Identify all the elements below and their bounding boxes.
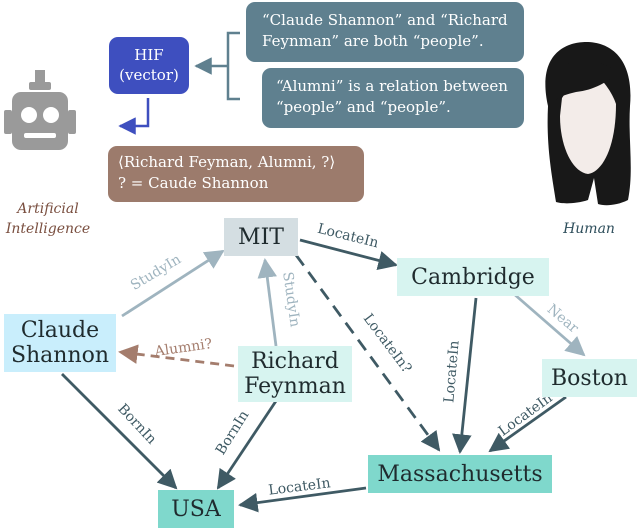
query-bubble: ⟨Richard Feyman, Alumni, ?⟩ ? = Caude Sh… <box>108 146 364 202</box>
edge-mit-massachusetts <box>294 254 441 452</box>
alumni-fact-line1: “Alumni” is a relation between <box>276 77 508 95</box>
node-claude-shannon: Claude Shannon <box>4 314 116 372</box>
people-fact-line1: “Claude Shannon” and “Richard <box>262 11 508 29</box>
edge-claude-mit <box>121 249 225 318</box>
query-line1: ⟨Richard Feyman, Alumni, ?⟩ <box>118 153 336 171</box>
hif-to-ai-arrow <box>118 98 150 135</box>
hif-sublabel: (vector) <box>119 66 179 84</box>
edge-claude-usa <box>61 373 178 490</box>
hif-vector-box: HIF (vector) <box>109 37 189 94</box>
edge-label-massachusetts-usa: LocateIn <box>268 475 332 498</box>
edge-label-richard-mit: StudyIn <box>279 271 303 328</box>
node-boston: Boston <box>542 359 637 397</box>
edge-cambridge-boston <box>513 292 586 357</box>
edge-label-richard-claude: Alumni? <box>153 336 214 360</box>
alumni-fact-line2: “people” and “people”. <box>276 98 451 116</box>
human-icon <box>545 42 631 206</box>
node-mit: MIT <box>224 218 298 256</box>
ai-caption-line2: Intelligence <box>5 221 91 237</box>
robot-icon <box>4 70 76 150</box>
node-usa: USA <box>158 490 234 528</box>
ai-caption-line1: Artificial <box>17 201 79 217</box>
edge-label-claude-mit: StudyIn <box>128 251 184 293</box>
edge-richard-mit <box>257 258 278 347</box>
people-fact-line2: Feynman” are both “people”. <box>262 32 484 50</box>
hif-label: HIF <box>134 46 164 64</box>
edge-richard-usa <box>216 400 278 490</box>
edge-massachusetts-usa <box>238 486 367 513</box>
edge-label-mit-massachusetts: LocateIn? <box>360 311 415 376</box>
edge-boston-massachusetts <box>488 395 567 453</box>
node-cambridge: Cambridge <box>397 258 549 296</box>
alumni-fact-bubble: “Alumni” is a relation between “people” … <box>262 68 524 128</box>
edge-label-claude-usa: BornIn <box>114 401 159 448</box>
edge-label-richard-usa: BornIn <box>213 408 253 458</box>
edge-cambridge-massachusetts <box>452 297 478 454</box>
edge-label-boston-massachusetts: LocateIn <box>496 390 556 440</box>
edge-label-cambridge-massachusetts: LocateIn <box>441 340 462 404</box>
query-line2: ? = Caude Shannon <box>118 174 269 192</box>
bubble-bracket-line <box>226 31 240 101</box>
human-caption: Human <box>563 221 615 237</box>
people-fact-bubble: “Claude Shannon” and “Richard Feynman” a… <box>246 2 524 62</box>
edge-richard-claude <box>118 344 235 368</box>
node-massachusetts: Massachusetts <box>368 455 552 493</box>
edge-mit-cambridge <box>299 238 398 271</box>
edge-label-cambridge-boston: Near <box>544 301 582 336</box>
ai-caption: Artificial Intelligence <box>0 199 96 239</box>
node-richard-feynman: Richard Feynman <box>238 346 352 402</box>
